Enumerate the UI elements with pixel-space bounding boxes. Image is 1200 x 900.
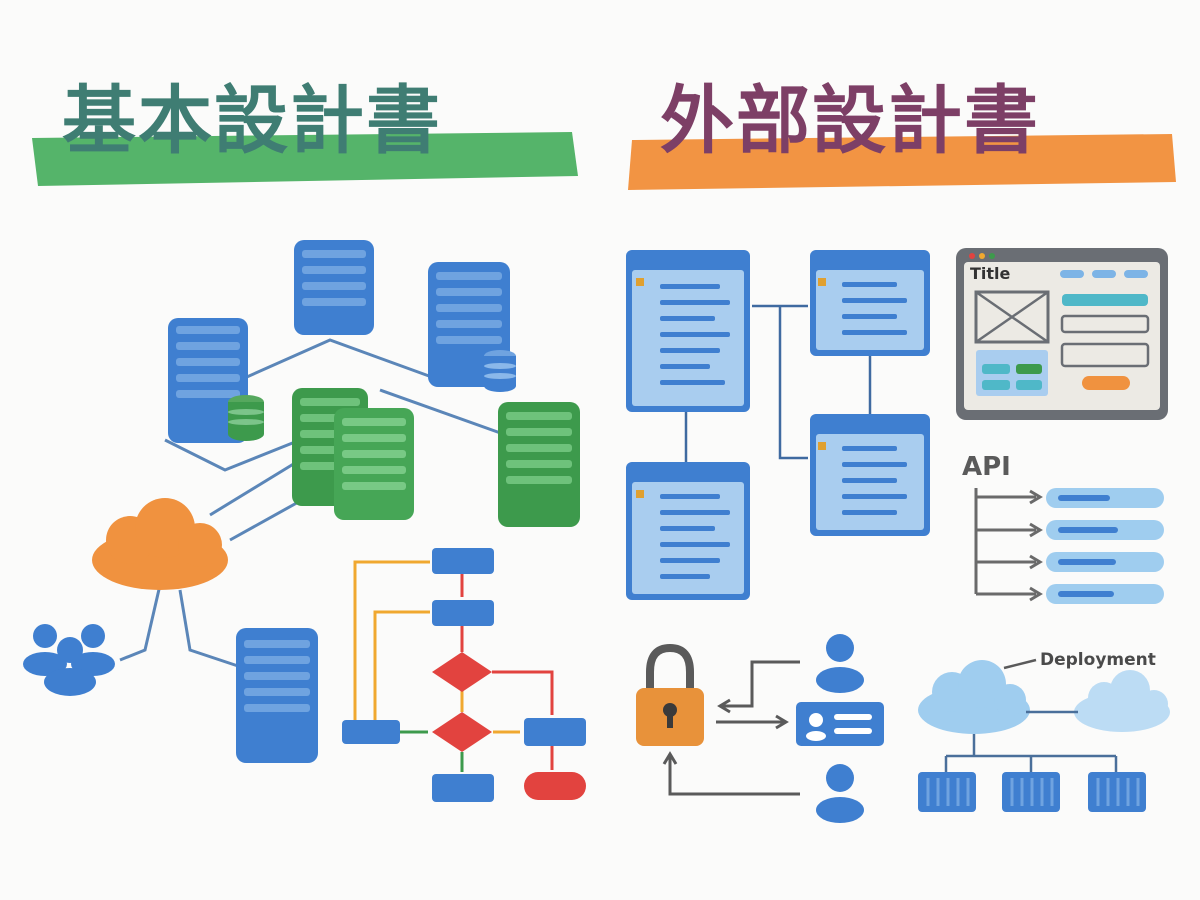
green-server-3 bbox=[498, 402, 580, 527]
er-table-4 bbox=[810, 414, 930, 536]
deployment-diagram bbox=[918, 658, 1170, 812]
blue-server-2 bbox=[294, 240, 374, 335]
blue-server-4 bbox=[236, 628, 318, 763]
green-server-2 bbox=[334, 408, 414, 520]
id-card-icon bbox=[796, 702, 884, 746]
container-2 bbox=[1002, 772, 1060, 812]
auth-arrows bbox=[662, 660, 800, 796]
left-title-banner bbox=[32, 132, 578, 186]
users-group-icon bbox=[23, 624, 115, 696]
flowchart bbox=[342, 548, 586, 802]
er-table-1 bbox=[626, 250, 750, 412]
title-external-design: 外部設計書 bbox=[660, 78, 1040, 164]
api-label: API bbox=[962, 452, 1011, 482]
er-table-3 bbox=[626, 462, 750, 600]
lock-icon bbox=[636, 643, 704, 746]
database-icon-1 bbox=[228, 395, 264, 441]
user-icon-1 bbox=[816, 634, 864, 693]
title-basic-design: 基本設計書 bbox=[62, 78, 442, 164]
api-endpoint-list bbox=[974, 488, 1164, 604]
er-relation-lines bbox=[684, 304, 872, 462]
user-icon-2 bbox=[816, 764, 864, 823]
right-title-banner bbox=[628, 134, 1176, 190]
deployment-label: Deployment bbox=[1040, 650, 1156, 670]
wireframe-title-label: Title bbox=[970, 264, 1011, 283]
wireframe-window bbox=[956, 248, 1168, 420]
er-table-2 bbox=[810, 250, 930, 356]
database-icon-2 bbox=[484, 350, 516, 392]
container-3 bbox=[1088, 772, 1146, 812]
container-1 bbox=[918, 772, 976, 812]
cloud-icon-orange bbox=[92, 498, 228, 590]
